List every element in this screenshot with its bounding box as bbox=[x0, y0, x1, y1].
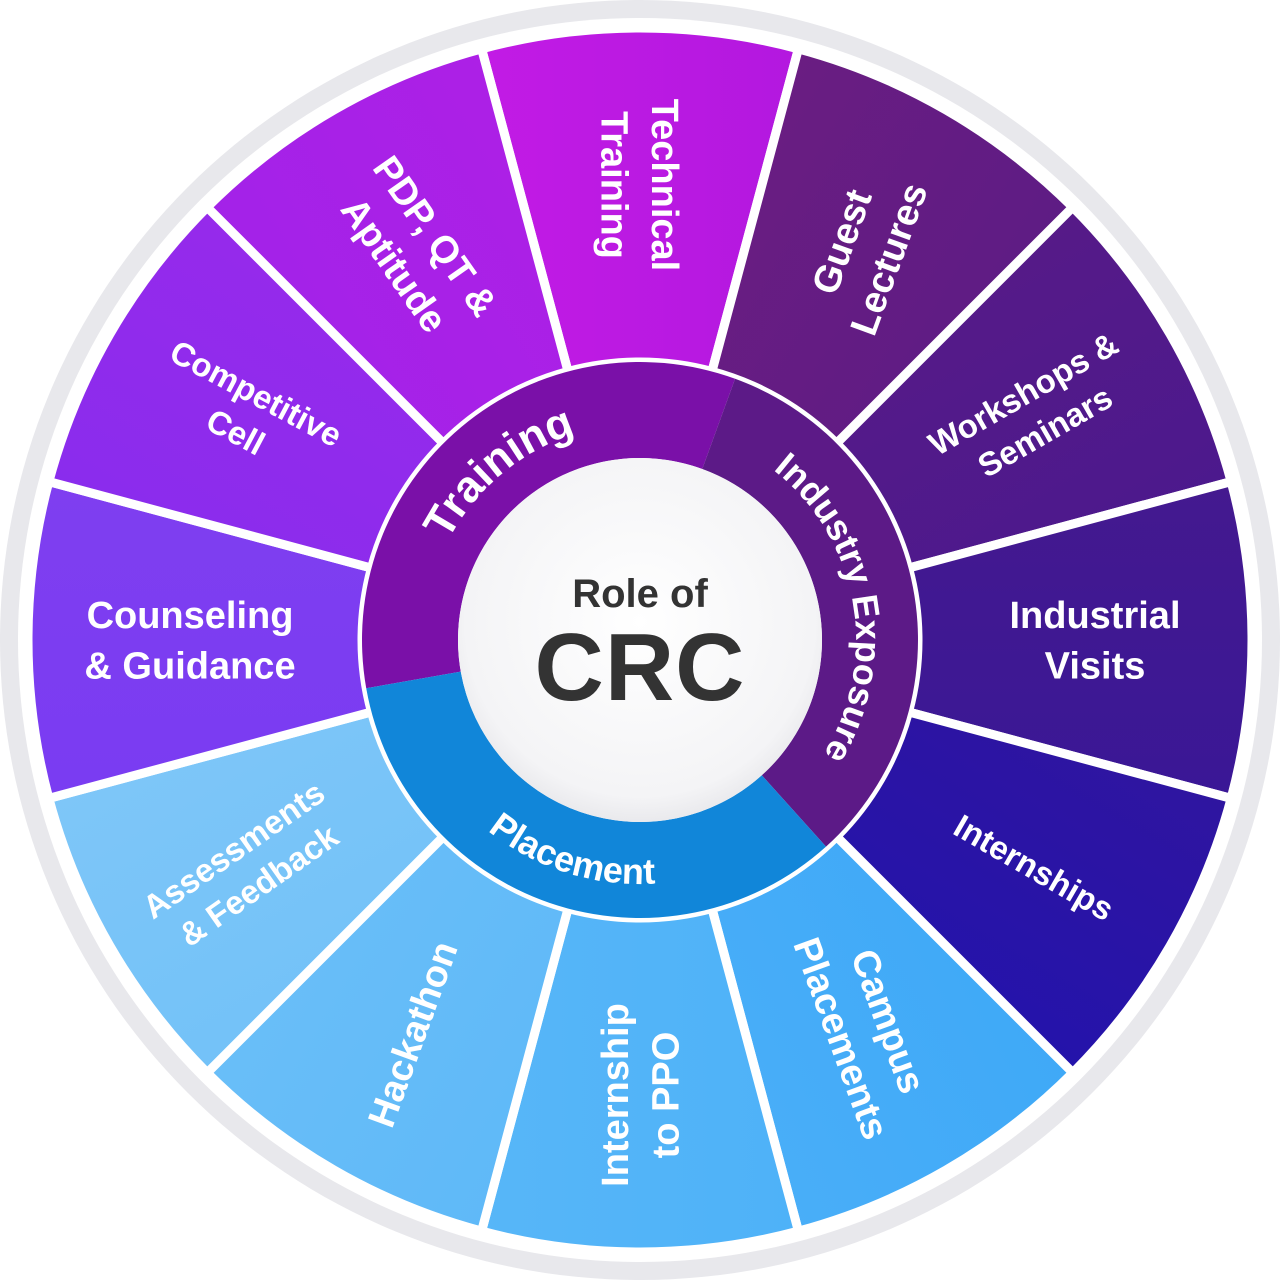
segment-label-line: Technical bbox=[643, 99, 685, 271]
segment-label-counseling-guidance: Counseling & Guidance bbox=[84, 595, 295, 687]
ring-placement bbox=[366, 671, 827, 918]
segment-label-line: Counseling bbox=[87, 595, 294, 637]
segment-label-line: & Guidance bbox=[84, 645, 295, 687]
segment-label-line: Visits bbox=[1045, 645, 1146, 687]
center-acronym: CRC bbox=[535, 614, 746, 721]
segment-label-line: Internship bbox=[595, 1003, 637, 1187]
segment-label-line: Industrial bbox=[1009, 595, 1180, 637]
ring-training bbox=[362, 362, 736, 689]
ring-industry bbox=[702, 378, 918, 847]
center-title: Role of bbox=[572, 572, 708, 616]
segment-label-line: Training bbox=[593, 111, 635, 259]
segment-label-line: to PPO bbox=[645, 1032, 687, 1159]
center-circle bbox=[458, 458, 822, 822]
